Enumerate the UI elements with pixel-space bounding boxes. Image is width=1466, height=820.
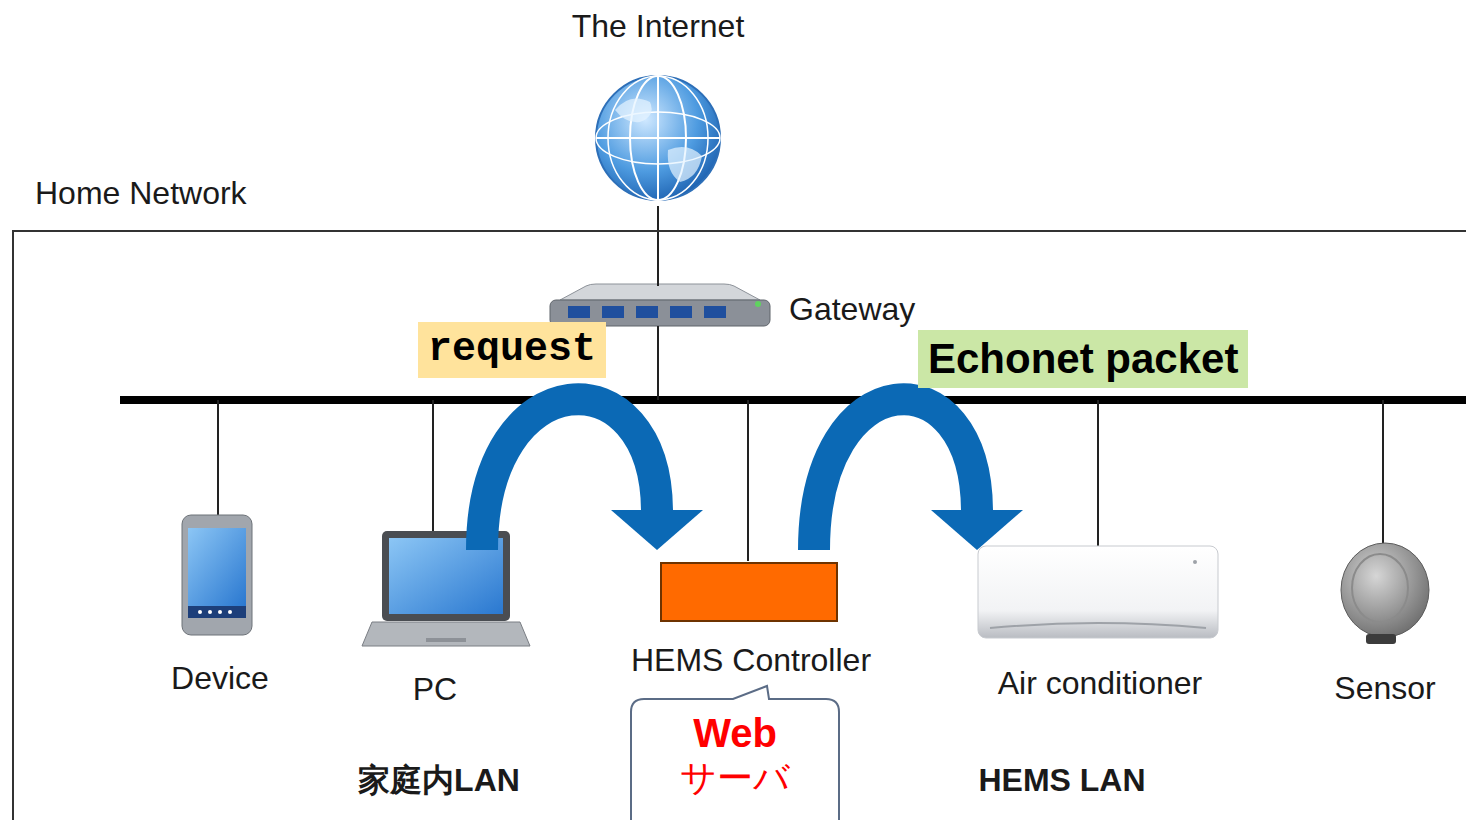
aircon-icon bbox=[978, 546, 1218, 638]
node-label: HEMS Controller bbox=[631, 642, 871, 679]
sensor-node: Sensor bbox=[1322, 542, 1457, 717]
controller-box: HEMS Controller bbox=[660, 562, 838, 622]
globe-icon bbox=[596, 76, 720, 200]
globe-node: The Internet bbox=[592, 74, 724, 206]
node-label: The Internet bbox=[572, 8, 745, 45]
sensor-icon bbox=[1341, 543, 1429, 644]
lan-bus bbox=[120, 396, 1466, 404]
connector bbox=[814, 399, 1023, 550]
globe-parallel bbox=[596, 137, 720, 139]
drop-line bbox=[1097, 400, 1099, 546]
connector-arc bbox=[482, 399, 657, 550]
drop-line bbox=[747, 400, 749, 561]
drop-line bbox=[1382, 400, 1384, 543]
drop-line bbox=[657, 326, 659, 400]
phone-body bbox=[182, 515, 252, 635]
phone-screen bbox=[188, 528, 246, 606]
gateway-port bbox=[602, 306, 624, 318]
laptop-pad bbox=[426, 638, 466, 642]
connector-line bbox=[657, 206, 659, 286]
phone-dot bbox=[218, 610, 222, 614]
node-label: サーバ bbox=[680, 758, 790, 799]
node-label: Web bbox=[693, 710, 777, 756]
connector bbox=[482, 399, 703, 550]
globe bbox=[596, 76, 720, 200]
arrowhead bbox=[931, 510, 1023, 550]
node-label: Home Network bbox=[35, 175, 247, 212]
aircon-led bbox=[1193, 560, 1197, 564]
node-label: PC bbox=[413, 671, 457, 708]
arrowhead bbox=[611, 510, 703, 550]
pc-node: PC bbox=[362, 527, 532, 717]
drop-line bbox=[217, 400, 219, 516]
device-node: Device bbox=[152, 512, 288, 707]
sensor-base bbox=[1366, 634, 1396, 644]
gateway-top bbox=[560, 284, 760, 300]
node-label: 家庭内LAN bbox=[358, 762, 520, 799]
connector bbox=[658, 206, 659, 286]
ellipse-fill bbox=[642, 468, 1466, 790]
sensor-lens bbox=[1352, 554, 1408, 622]
phone-dot bbox=[228, 610, 232, 614]
gateway-led bbox=[755, 301, 761, 307]
phone-dot bbox=[198, 610, 202, 614]
laptop-base bbox=[362, 622, 530, 646]
node-label: Gateway bbox=[789, 291, 915, 328]
edge-label: Echonet packet bbox=[918, 330, 1248, 388]
aircon-node: Air conditioner bbox=[962, 537, 1237, 707]
node-label: Air conditioner bbox=[998, 665, 1203, 702]
drop-line bbox=[432, 400, 434, 531]
node-label: HEMS LAN bbox=[978, 762, 1145, 799]
node-label: Sensor bbox=[1334, 670, 1435, 707]
gateway-port bbox=[636, 306, 658, 318]
gateway-port bbox=[568, 306, 590, 318]
gateway-icon bbox=[550, 284, 770, 326]
phone-icon bbox=[182, 515, 252, 635]
sensor-body bbox=[1341, 543, 1429, 637]
globe-land bbox=[615, 98, 702, 182]
phone-dot bbox=[208, 610, 212, 614]
gateway-port bbox=[704, 306, 726, 318]
callout-outline bbox=[631, 686, 839, 820]
aircon-vent bbox=[990, 623, 1206, 628]
laptop-icon bbox=[362, 531, 530, 646]
ellipse-fill bbox=[32, 468, 824, 790]
drop-lines bbox=[218, 326, 1383, 561]
home-network-region: Home NetworkGateway家庭内LANDevicePCHEMS LA… bbox=[12, 230, 1466, 820]
callout-box: Webサーバ bbox=[630, 698, 840, 820]
node-label: Device bbox=[171, 660, 269, 697]
aircon-body bbox=[978, 546, 1218, 638]
phone-bar bbox=[188, 606, 246, 618]
edge-label: request bbox=[418, 322, 606, 378]
gateway-port bbox=[670, 306, 692, 318]
